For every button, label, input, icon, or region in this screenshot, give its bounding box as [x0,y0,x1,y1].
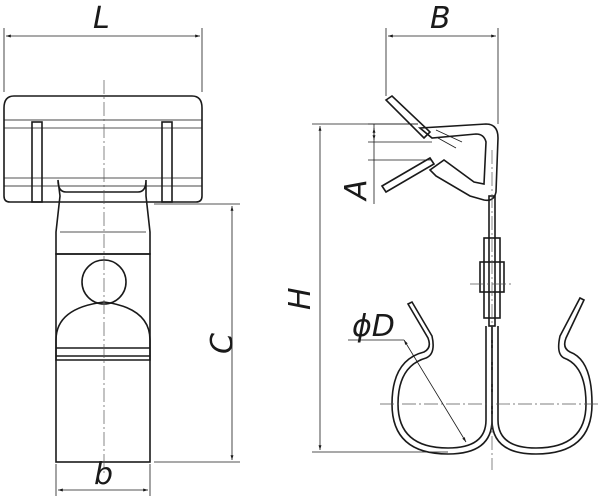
pipe-clip-left [391,300,493,455]
saddle [55,301,151,361]
cap-band [3,119,203,187]
dim-L-label: L [93,1,110,36]
body [55,253,151,463]
dim-C-label: C [205,333,240,354]
dim-A-label: A [339,179,374,202]
clip-band-left [31,121,43,203]
dim-H-label: H [283,287,318,310]
side-view: B A H ϕD [283,1,600,470]
upper-tab [384,94,432,140]
dim-D-label: ϕD [352,309,395,344]
front-view: L C b [3,1,240,496]
dim-b-label: b [94,457,113,492]
neck [55,179,151,255]
dim-B-label: B [430,1,451,36]
top-cap [3,95,203,203]
flange-clip [417,123,499,202]
lower-tab [380,156,436,194]
pipe-clip-right [491,296,593,455]
clip-band-right [161,121,173,203]
dim-D-line [403,339,467,443]
